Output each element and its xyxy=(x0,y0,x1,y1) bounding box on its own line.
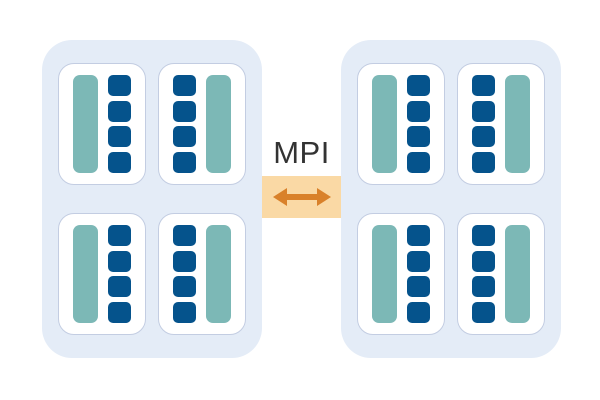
core-unit xyxy=(108,100,131,122)
socket-left-4[interactable] xyxy=(158,213,246,335)
socket-left-3[interactable] xyxy=(58,213,146,335)
socket-right-4[interactable] xyxy=(457,213,545,335)
core-unit xyxy=(407,225,430,246)
mpi-label: MPI xyxy=(273,134,330,170)
core-unit xyxy=(407,151,430,173)
memory-bar xyxy=(372,225,397,323)
socket-row-top xyxy=(42,63,262,185)
core-unit xyxy=(108,126,131,148)
memory-bar xyxy=(206,75,231,173)
core-unit xyxy=(173,100,196,122)
core-unit xyxy=(407,250,430,272)
core-unit xyxy=(407,276,430,298)
socket-right-1[interactable] xyxy=(357,63,445,185)
core-unit xyxy=(472,276,495,298)
core-unit xyxy=(472,250,495,272)
core-unit xyxy=(108,151,131,173)
core-column xyxy=(407,75,430,173)
core-column xyxy=(407,225,430,323)
node-left xyxy=(42,40,262,358)
core-column xyxy=(108,75,131,173)
core-unit xyxy=(108,75,131,96)
node-right xyxy=(341,40,561,358)
core-unit xyxy=(407,126,430,148)
core-unit xyxy=(173,301,196,323)
socket-left-2[interactable] xyxy=(158,63,246,185)
memory-bar xyxy=(73,225,98,323)
socket-left-1[interactable] xyxy=(58,63,146,185)
core-unit xyxy=(472,75,495,96)
socket-row-bottom xyxy=(341,213,561,335)
memory-bar xyxy=(372,75,397,173)
core-unit xyxy=(472,100,495,122)
core-unit xyxy=(472,126,495,148)
core-column xyxy=(472,75,495,173)
core-column xyxy=(108,225,131,323)
mpi-arrow-box[interactable] xyxy=(262,176,341,218)
socket-row-bottom xyxy=(42,213,262,335)
core-column xyxy=(472,225,495,323)
socket-row-top xyxy=(341,63,561,185)
core-unit xyxy=(173,75,196,96)
memory-bar xyxy=(505,75,530,173)
socket-right-3[interactable] xyxy=(357,213,445,335)
core-unit xyxy=(108,276,131,298)
core-column xyxy=(173,225,196,323)
core-unit xyxy=(108,250,131,272)
core-column xyxy=(173,75,196,173)
core-unit xyxy=(108,301,131,323)
core-unit xyxy=(472,151,495,173)
core-unit xyxy=(108,225,131,246)
core-unit xyxy=(173,250,196,272)
core-unit xyxy=(173,126,196,148)
core-unit xyxy=(472,301,495,323)
memory-bar xyxy=(206,225,231,323)
core-unit xyxy=(407,75,430,96)
double-arrow-horizontal-icon xyxy=(272,188,331,206)
core-unit xyxy=(407,301,430,323)
core-unit xyxy=(407,100,430,122)
mpi-link: MPI xyxy=(262,128,341,218)
socket-right-2[interactable] xyxy=(457,63,545,185)
memory-bar xyxy=(505,225,530,323)
core-unit xyxy=(173,276,196,298)
core-unit xyxy=(472,225,495,246)
core-unit xyxy=(173,225,196,246)
core-unit xyxy=(173,151,196,173)
memory-bar xyxy=(73,75,98,173)
